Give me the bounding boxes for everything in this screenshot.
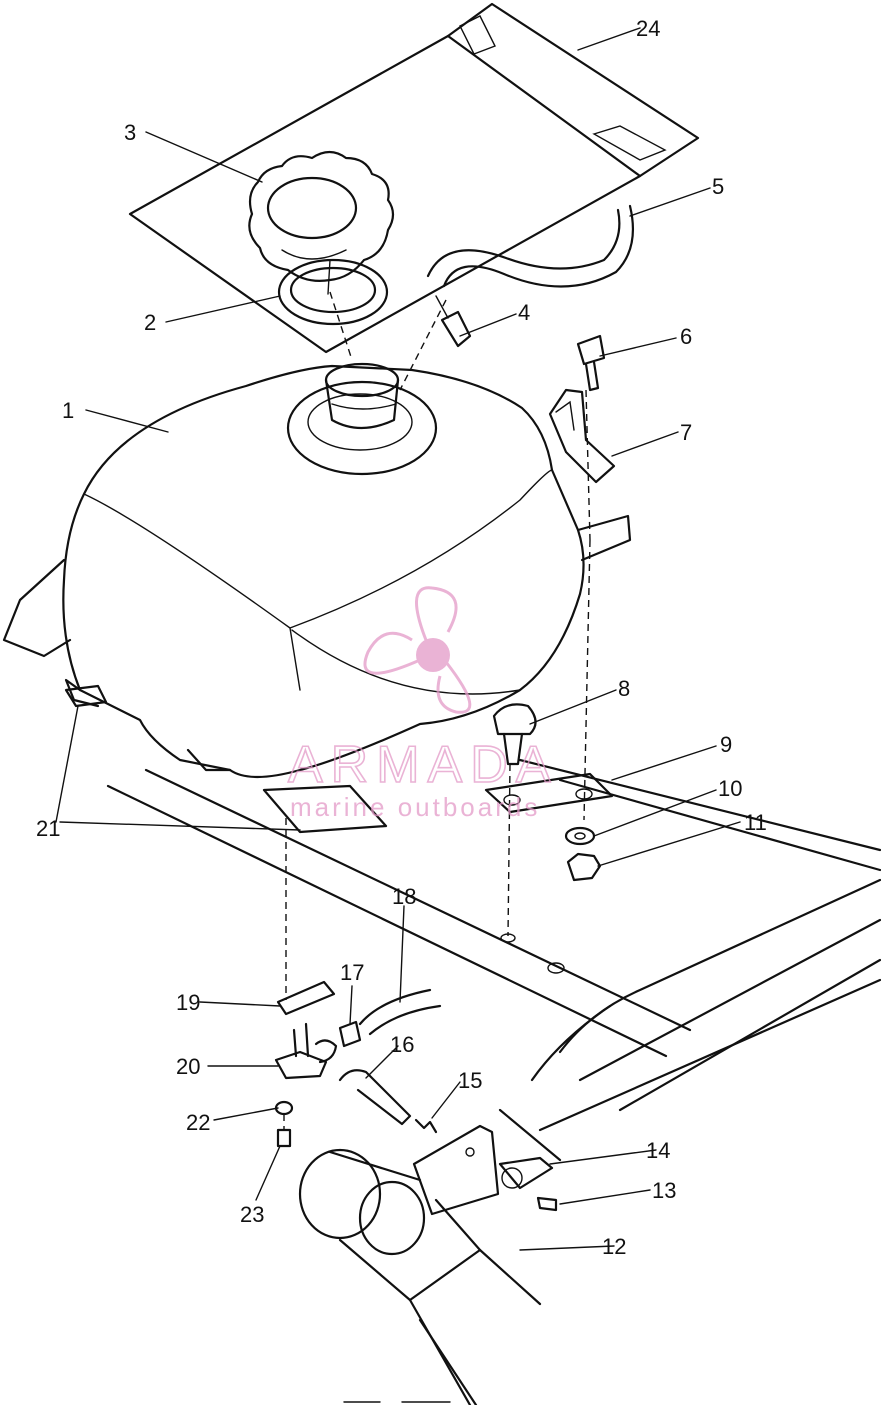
callout-9: 9: [720, 732, 732, 757]
callout-20: 20: [176, 1054, 200, 1079]
part-14-collar: [498, 1156, 554, 1190]
callout-5: 5: [712, 174, 724, 199]
callout-13: 13: [652, 1178, 676, 1203]
callout-22: 22: [186, 1110, 210, 1135]
part-4-fitting: [435, 295, 472, 348]
callout-18: 18: [392, 884, 416, 909]
part-17-clip: [338, 1020, 362, 1048]
callout-19: 19: [176, 990, 200, 1015]
part-2-gasket: [277, 258, 389, 326]
callout-24: 24: [636, 16, 660, 41]
assembly-lines: [283, 291, 591, 1130]
frame: [106, 758, 881, 1162]
callout-11: 11: [744, 810, 767, 835]
part-20-valve: [274, 1022, 338, 1080]
part-5-vent-hose: [426, 204, 634, 288]
callout-16: 16: [390, 1032, 414, 1057]
part-6-bolt: [576, 334, 606, 392]
mount-plate: [412, 1124, 500, 1216]
callout-labels: 1 2 3 4 5 6 7 8 9 10 11 12 13 14 15 16 1…: [36, 16, 767, 1259]
part-3-fuel-cap: [248, 150, 395, 295]
part-19-plate: [276, 980, 336, 1016]
callout-17: 17: [340, 960, 364, 985]
callout-3: 3: [124, 120, 136, 145]
part-12-frame-tube: [298, 1148, 542, 1405]
leader-lines: [55, 27, 741, 1251]
part-1-fuel-tank: [2, 362, 632, 779]
part-13-screw: [536, 1196, 558, 1212]
callout-23: 23: [240, 1202, 264, 1227]
callout-6: 6: [680, 324, 692, 349]
armada-watermark: ARMADA marine outboards: [287, 586, 558, 822]
part-7-bracket: [548, 388, 616, 484]
part-24-pad: [128, 2, 700, 354]
part-15-spring: [414, 1118, 438, 1134]
callout-14: 14: [646, 1138, 670, 1163]
callout-12: 12: [602, 1234, 626, 1259]
part-23-screw: [276, 1128, 292, 1148]
part-16-shaft: [338, 1069, 412, 1126]
callout-1: 1: [62, 398, 74, 423]
part-18-fuel-line: [358, 988, 442, 1036]
callout-15: 15: [458, 1068, 482, 1093]
watermark-tagline: marine outboards: [290, 792, 540, 822]
callout-8: 8: [618, 676, 630, 701]
callout-10: 10: [718, 776, 742, 801]
part-11-nut: [566, 852, 602, 882]
part-21-pads: [64, 684, 388, 834]
part-8-bolt: [492, 703, 537, 766]
callout-7: 7: [680, 420, 692, 445]
part-9-plate: [484, 772, 614, 814]
propeller-logo-icon: [363, 586, 472, 714]
callout-2: 2: [144, 310, 156, 335]
watermark-brand: ARMADA: [288, 736, 558, 794]
part-10-washer: [564, 826, 596, 846]
callout-4: 4: [518, 300, 530, 325]
callout-21: 21: [36, 816, 60, 841]
